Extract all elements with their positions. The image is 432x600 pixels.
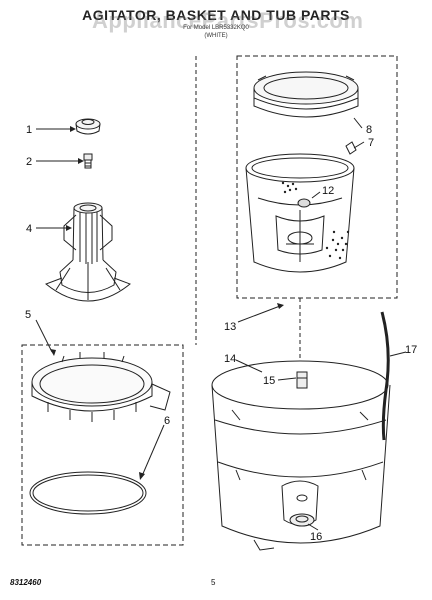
callout-15: 15 <box>263 375 275 387</box>
callout-5: 5 <box>25 309 31 321</box>
callout-17: 17 <box>405 344 417 356</box>
basket-group-box <box>236 55 398 299</box>
callout-8: 8 <box>366 124 372 136</box>
agitator-bolt-part[interactable] <box>83 153 93 169</box>
callout-13: 13 <box>224 321 236 333</box>
diagram-title: AGITATOR, BASKET AND TUB PARTS <box>82 7 350 23</box>
seal-ring-group-box <box>21 344 184 546</box>
document-code: 8312460 <box>10 578 42 587</box>
basket-part[interactable] <box>245 153 355 273</box>
tub-ring-part[interactable] <box>31 352 171 422</box>
tub-drain-fitting-part[interactable] <box>289 494 315 527</box>
callout-2: 2 <box>26 156 32 168</box>
leader-line <box>311 191 321 199</box>
leader-line <box>141 424 165 477</box>
callout-1: 1 <box>26 124 32 136</box>
agitator-part[interactable] <box>45 202 131 302</box>
callout-12: 12 <box>322 185 334 197</box>
leader-line <box>235 359 263 373</box>
leader-line <box>307 523 319 531</box>
page-number: 5 <box>211 578 216 587</box>
leader-line <box>389 351 407 357</box>
basket-clip-part[interactable] <box>345 141 357 155</box>
callout-6: 6 <box>164 415 170 427</box>
leader-line <box>353 141 365 149</box>
callout-14: 14 <box>224 353 236 365</box>
color-subtitle: (WHITE) <box>204 33 228 39</box>
leader-line <box>35 319 53 353</box>
basket-drive-hub-part[interactable] <box>297 198 311 208</box>
tub-hose-part[interactable] <box>380 311 390 441</box>
outer-tub-part[interactable] <box>211 360 391 551</box>
tub-spout-part[interactable] <box>296 371 308 389</box>
leader-line <box>277 377 297 381</box>
basket-ring-part[interactable] <box>253 71 359 118</box>
agitator-cap-part[interactable] <box>75 118 101 135</box>
model-subtitle: For Model LBR5332KQ0 <box>183 25 249 31</box>
arrowheads <box>50 126 284 480</box>
callout-4: 4 <box>26 223 32 235</box>
callout-7: 7 <box>368 137 374 149</box>
leader-line <box>353 117 363 129</box>
callout-16: 16 <box>310 531 322 543</box>
basket-perforations <box>281 181 350 260</box>
watermark-text: AppliancePartsPros.com <box>92 8 364 33</box>
balance-ring-part[interactable] <box>29 471 147 515</box>
leader-line <box>237 305 281 323</box>
